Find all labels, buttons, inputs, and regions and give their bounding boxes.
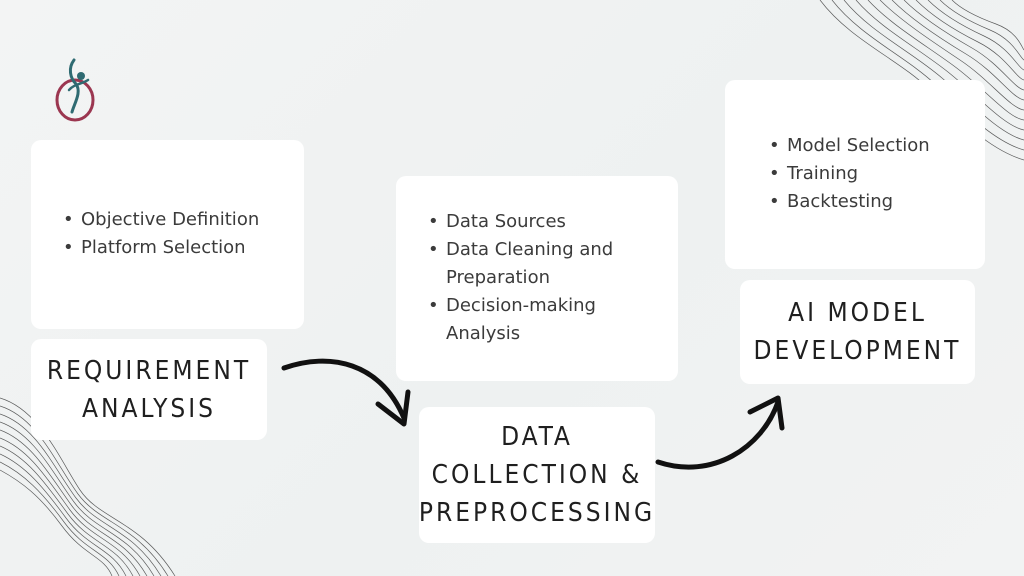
bullet-item: Backtesting bbox=[769, 188, 930, 216]
requirement-bullet-list: Objective Definition Platform Selection bbox=[63, 206, 259, 262]
bullet-item: Decision-making Analysis bbox=[428, 292, 658, 348]
requirement-details-card: Objective Definition Platform Selection bbox=[31, 140, 304, 329]
requirement-title-card: REQUIREMENT ANALYSIS bbox=[31, 339, 267, 440]
ai-model-title: AI MODEL DEVELOPMENT bbox=[753, 298, 962, 366]
ai-model-details-card: Model Selection Training Backtesting bbox=[725, 80, 985, 269]
bullet-item: Model Selection bbox=[769, 132, 930, 160]
ai-model-title-card: AI MODEL DEVELOPMENT bbox=[740, 280, 975, 384]
bullet-item: Training bbox=[769, 160, 930, 188]
data-collection-details-card: Data Sources Data Cleaning and Preparati… bbox=[396, 176, 678, 381]
ai-model-bullet-list: Model Selection Training Backtesting bbox=[769, 132, 930, 216]
requirement-title: REQUIREMENT ANALYSIS bbox=[46, 355, 252, 424]
data-collection-title: DATA COLLECTION & PREPROCESSING bbox=[418, 422, 656, 528]
bullet-item: Objective Definition bbox=[63, 206, 259, 234]
bullet-item: Data Cleaning and Preparation bbox=[428, 236, 658, 292]
bullet-item: Platform Selection bbox=[63, 234, 259, 262]
data-collection-bullet-list: Data Sources Data Cleaning and Preparati… bbox=[428, 208, 658, 348]
bullet-item: Data Sources bbox=[428, 208, 658, 236]
person-in-circle-logo bbox=[55, 58, 95, 122]
data-collection-title-card: DATA COLLECTION & PREPROCESSING bbox=[419, 407, 655, 543]
